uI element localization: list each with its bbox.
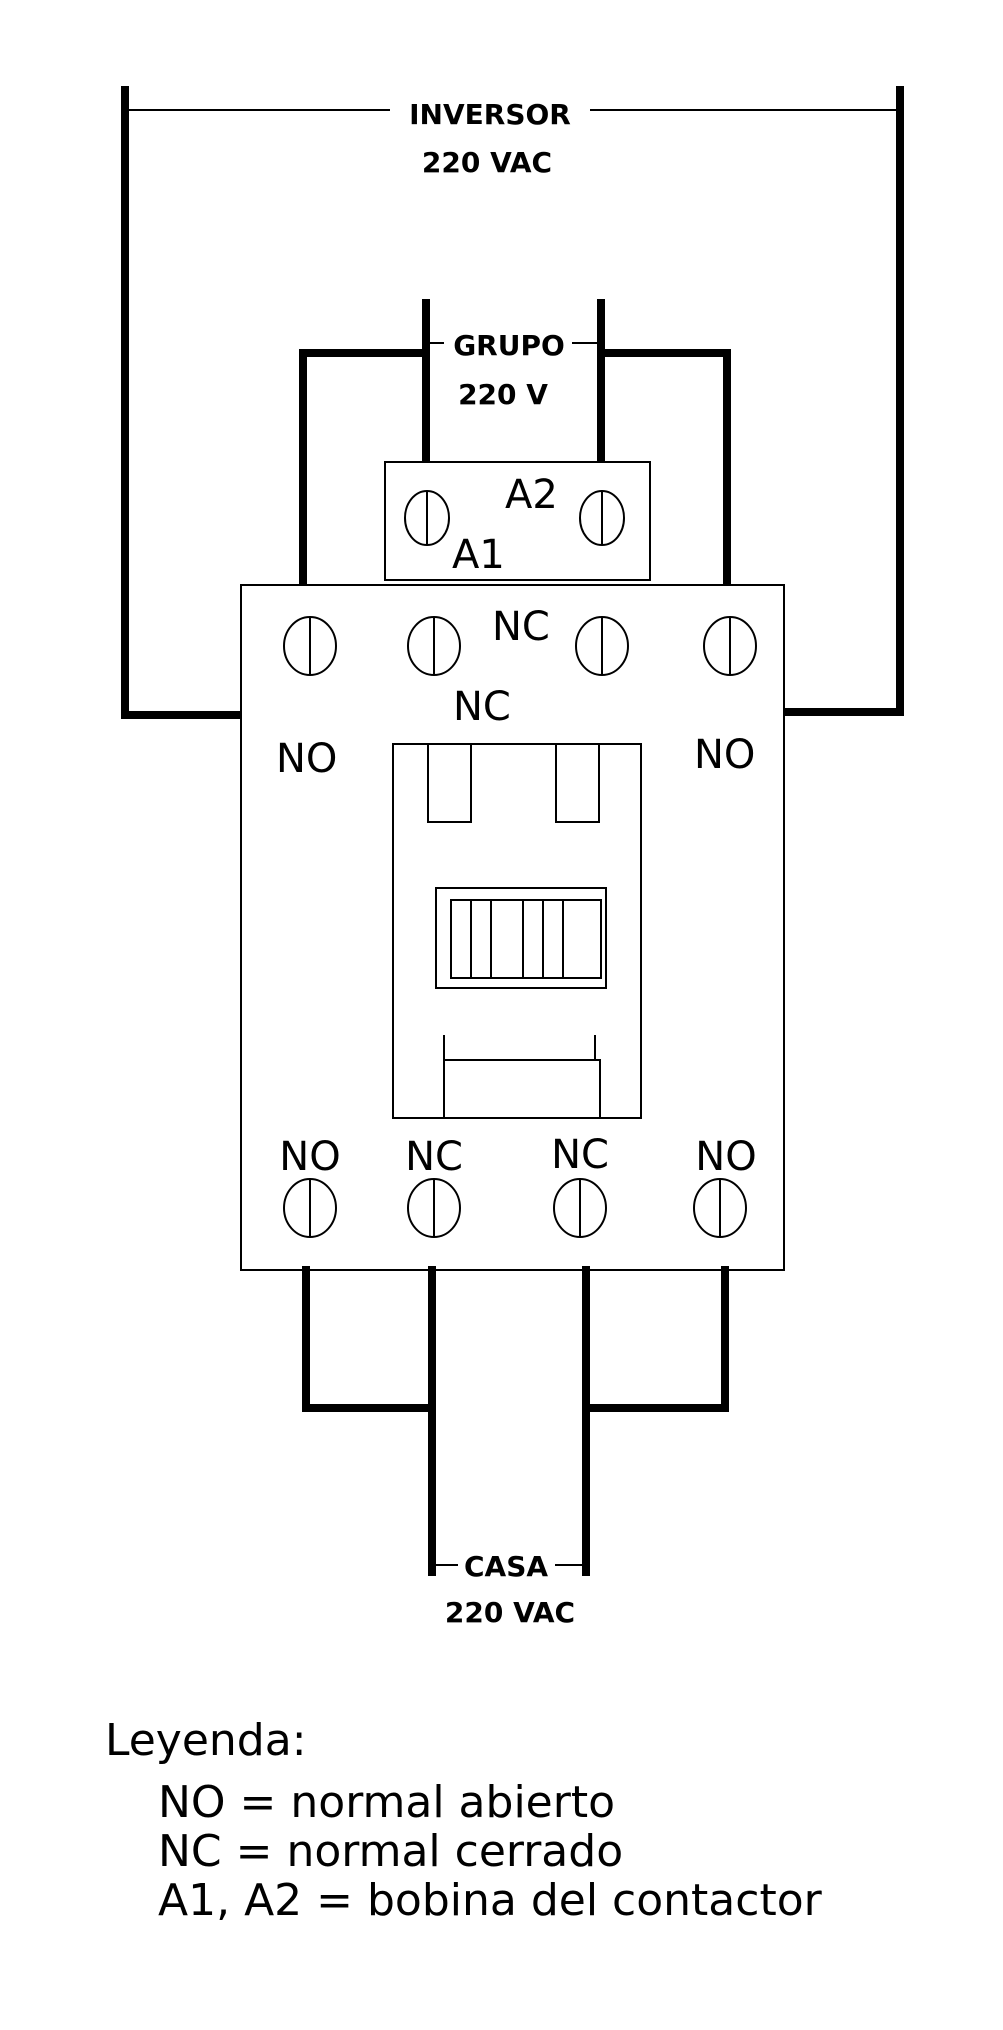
base-block <box>443 1059 601 1119</box>
legend-title: Leyenda: <box>105 1715 307 1766</box>
contact-tab-right <box>555 743 600 823</box>
contactor-housing <box>240 584 785 1271</box>
inverter-name-label: INVERSOR <box>409 98 571 131</box>
generator-wire-left <box>299 349 430 589</box>
bottom-label-1: NO <box>279 1134 340 1180</box>
load-wire-left-bridge <box>302 1266 436 1412</box>
generator-name-label: GRUPO <box>453 329 565 362</box>
contact-tab-left <box>427 743 472 823</box>
coil-housing <box>384 461 651 581</box>
legend-line-nc: NC = normal cerrado <box>158 1826 623 1877</box>
top-nc-label-left: NC <box>453 684 511 730</box>
generator-voltage-label: 220 V <box>458 378 548 411</box>
coil-block <box>384 461 651 581</box>
bottom-label-4: NO <box>695 1134 756 1180</box>
coil-a2-label: A2 <box>505 472 558 518</box>
legend: Leyenda: NO = normal abierto NC = normal… <box>105 1715 823 1926</box>
top-nc-label-right: NC <box>492 604 550 650</box>
top-no-label-right: NO <box>694 732 755 778</box>
load-name-label: CASA <box>464 1550 548 1583</box>
coil-a1-label: A1 <box>452 532 505 578</box>
legend-line-coil: A1, A2 = bobina del contactor <box>158 1875 823 1926</box>
generator-wire-right <box>597 349 731 589</box>
top-no-label-left: NO <box>276 736 337 782</box>
inverter-voltage-label: 220 VAC <box>422 146 552 179</box>
armature-core <box>450 899 602 979</box>
armature-frame <box>435 887 607 989</box>
generator-wiring <box>299 299 731 589</box>
load-wire-right-bridge <box>582 1266 729 1412</box>
load-voltage-label: 220 VAC <box>445 1596 575 1629</box>
load-wiring <box>302 1266 729 1576</box>
legend-line-no: NO = normal abierto <box>158 1777 615 1828</box>
contactor-body <box>240 584 785 1271</box>
bottom-label-2: NC <box>405 1134 463 1180</box>
bottom-label-3: NC <box>551 1132 609 1178</box>
